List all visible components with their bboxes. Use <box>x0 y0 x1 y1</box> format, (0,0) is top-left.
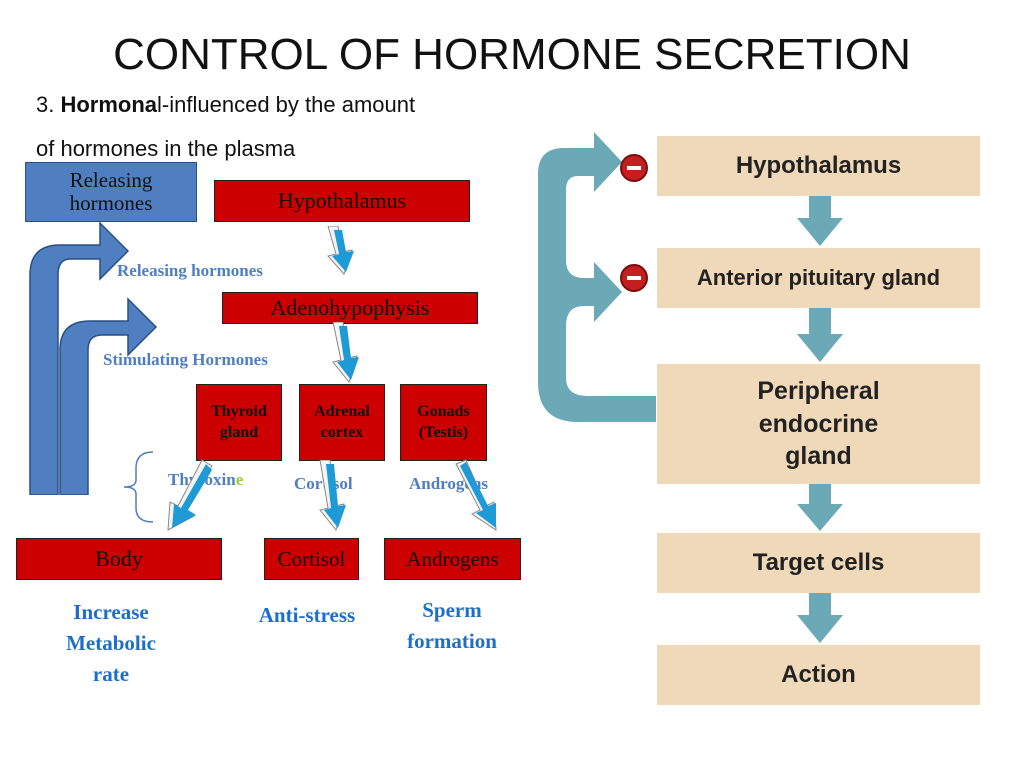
page-title: CONTROL OF HORMONE SECRETION <box>113 30 911 79</box>
inhibit-icon <box>620 264 648 292</box>
feedback-arrows <box>29 221 158 495</box>
subtitle-number: 3. <box>36 92 55 117</box>
adrenal-cortex-box: Adrenal cortex <box>299 384 385 461</box>
flow-step-target-cells: Target cells <box>657 533 980 593</box>
flow-step-peripheral-gland: Peripheral endocrine gland <box>657 364 980 484</box>
flow-arrow-down <box>797 484 843 531</box>
effect-anti-stress: Anti-stress <box>258 603 356 627</box>
inhibit-icon <box>620 154 648 182</box>
arrow-hypo-to-adeno <box>327 226 354 275</box>
effect-metabolic-rate: Increase Metabolic rate <box>66 600 156 686</box>
flow-step-hypothalamus: Hypothalamus <box>657 136 980 196</box>
flow-step-action: Action <box>657 645 980 705</box>
hypothalamus-box: Hypothalamus <box>214 180 470 222</box>
feedback-arrow-outer <box>29 221 130 495</box>
thyroid-gland-box: Thyroid gland <box>196 384 282 461</box>
teal-feedback-loop <box>538 132 656 422</box>
teal-loop-path <box>538 132 656 422</box>
flow-step-anterior-pituitary: Anterior pituitary gland <box>657 248 980 308</box>
arrow-thyroid-to-body <box>167 459 213 531</box>
bracket <box>123 451 154 523</box>
releasing-hormones-box: Releasing hormones <box>25 162 197 222</box>
arrow-adrenal-to-cortisol <box>319 460 346 532</box>
subtitle-rest: l-influenced by the amount <box>157 92 416 117</box>
feedback-arrow-inner <box>59 297 158 495</box>
cortisol-label: Cortisol <box>294 474 353 493</box>
flow-arrow-down <box>797 196 843 246</box>
subtitle-line1: 3. Hormonal-influenced by the amount <box>36 92 415 118</box>
adenohypophysis-box: Adenohypophysis <box>222 292 478 324</box>
androgens-box: Androgens <box>384 538 521 580</box>
thyroxine-label-e: e <box>235 470 244 489</box>
subtitle-bold: Hormona <box>60 92 158 117</box>
effect-sperm-formation: Sperm formation <box>407 598 497 653</box>
subtitle-line2: of hormones in the plasma <box>36 136 296 161</box>
cortisol-box: Cortisol <box>264 538 359 580</box>
arrow-gonads-to-androgens <box>455 459 497 531</box>
releasing-hormones-label: Releasing hormones <box>117 261 263 280</box>
flow-arrow-down <box>797 308 843 362</box>
gonads-box: Gonads (Testis) <box>400 384 487 461</box>
flow-arrow-down <box>797 593 843 643</box>
arrow-adeno-to-glands <box>332 322 359 384</box>
body-box: Body <box>16 538 222 580</box>
stimulating-hormones-label: Stimulating Hormones <box>103 350 268 369</box>
